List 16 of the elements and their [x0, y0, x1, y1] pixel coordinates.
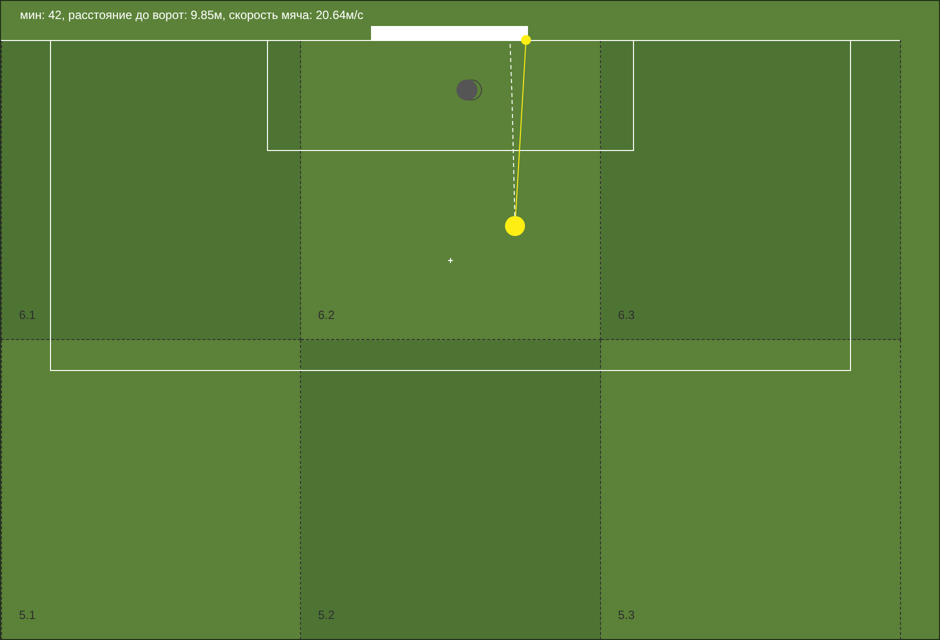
zone-label: 6.3	[618, 308, 635, 322]
status-text: мин: 42, расстояние до ворот: 9.85м, скорость мяча: 20.64м/с	[20, 8, 364, 22]
pitch-zone	[601, 40, 901, 340]
zone-label: 5.2	[318, 608, 335, 622]
zone-label: 6.1	[19, 308, 36, 322]
pitch-zone	[301, 40, 601, 340]
dashed-trajectory-line	[510, 40, 516, 216]
pitch-zone	[1, 340, 301, 639]
goal	[371, 26, 528, 40]
zone-label: 5.3	[618, 608, 635, 622]
zone-label: 6.2	[318, 308, 335, 322]
pitch-zone	[301, 340, 601, 639]
ball	[505, 216, 525, 236]
trajectory-line	[515, 44, 526, 216]
zone-label: 5.1	[19, 608, 36, 622]
pitch-zone	[1, 40, 301, 340]
